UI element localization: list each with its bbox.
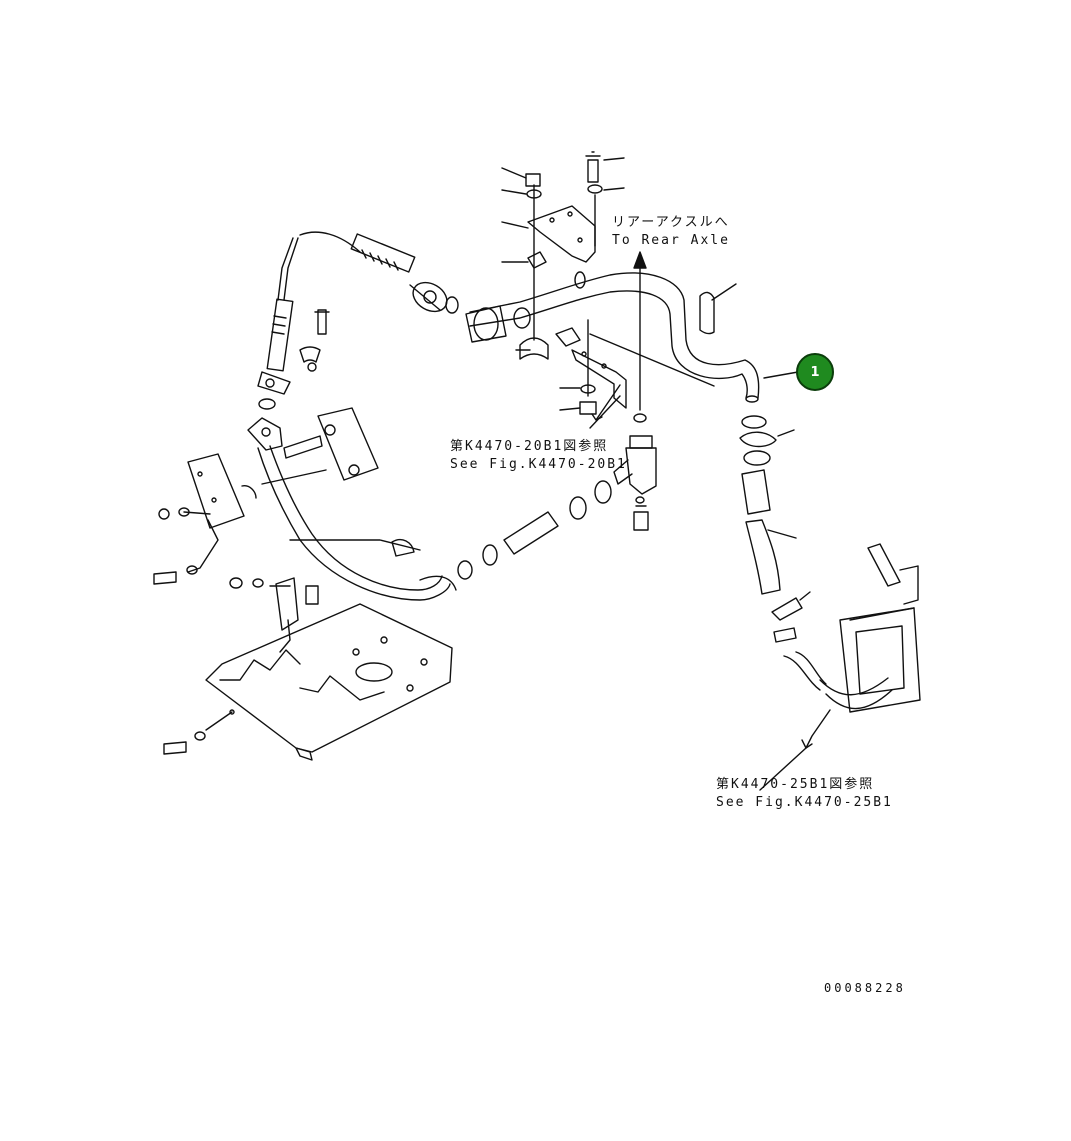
radiator [759, 543, 921, 791]
label-ref-25b1-jp: 第K4470-25B1図参照 [716, 777, 875, 792]
drawing-number: 00088228 [824, 981, 906, 995]
skid-plate [163, 603, 453, 761]
hose-assembly-left [257, 231, 459, 410]
right-hose-parts [739, 415, 827, 691]
rear-axle-arrow [633, 251, 647, 423]
label-ref-20b1-en: See Fig.K4470-20B1 [450, 457, 627, 472]
bracket-center [555, 319, 715, 421]
left-pipe-brackets [153, 407, 451, 653]
middle-hose [419, 480, 612, 591]
label-ref-20b1-jp: 第K4470-20B1図参照 [450, 439, 609, 454]
part-callout-1[interactable]: 1 [796, 353, 834, 391]
valve-fitting [613, 435, 657, 531]
main-pipe [465, 271, 799, 403]
label-to-rear-axle-en: To Rear Axle [612, 233, 730, 248]
label-ref-25b1-en: See Fig.K4470-25B1 [716, 795, 893, 810]
label-to-rear-axle-jp: リアーアクスルへ [612, 215, 730, 230]
